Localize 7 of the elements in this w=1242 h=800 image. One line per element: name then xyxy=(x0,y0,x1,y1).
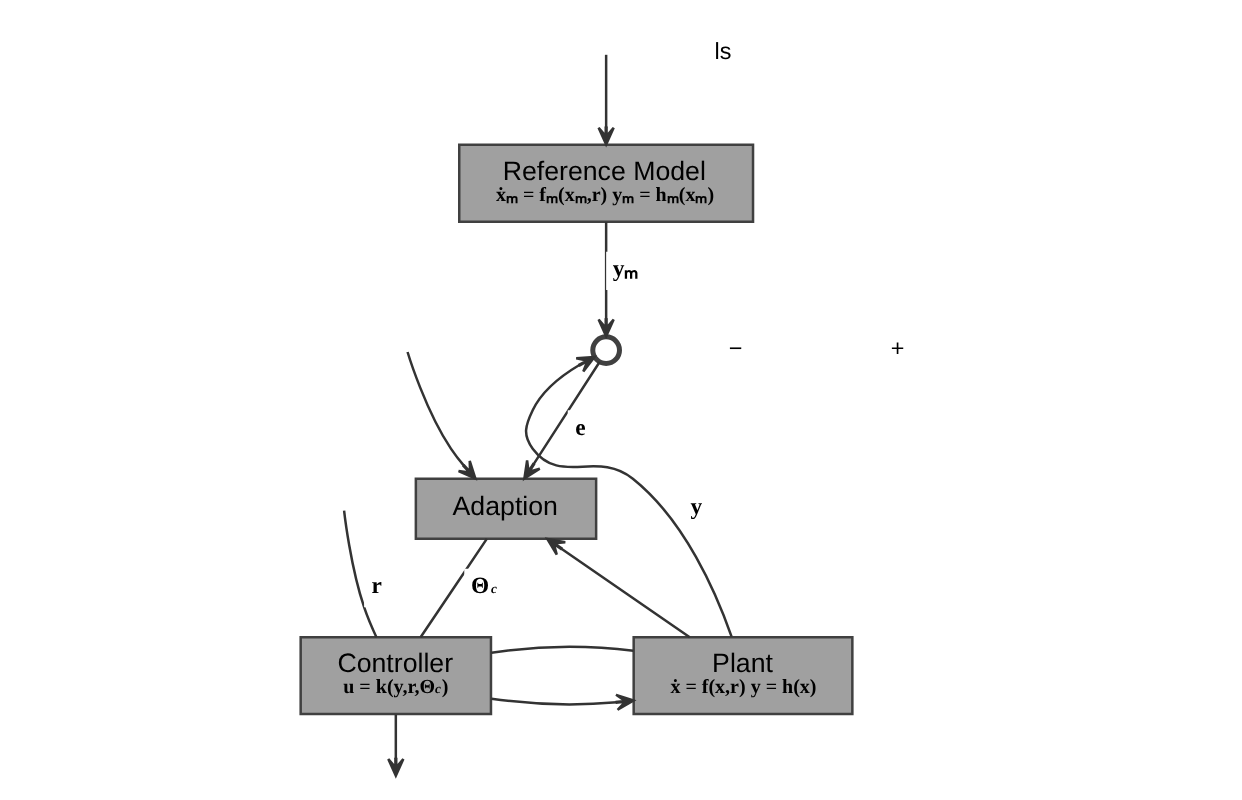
edge-label: e xyxy=(574,414,585,441)
edge-label: y xyxy=(689,494,702,521)
label: − xyxy=(727,336,742,363)
edge-label: r xyxy=(370,573,381,600)
label: + xyxy=(889,336,904,363)
edge-label: yₘ xyxy=(611,256,638,283)
label: ls xyxy=(713,39,731,66)
